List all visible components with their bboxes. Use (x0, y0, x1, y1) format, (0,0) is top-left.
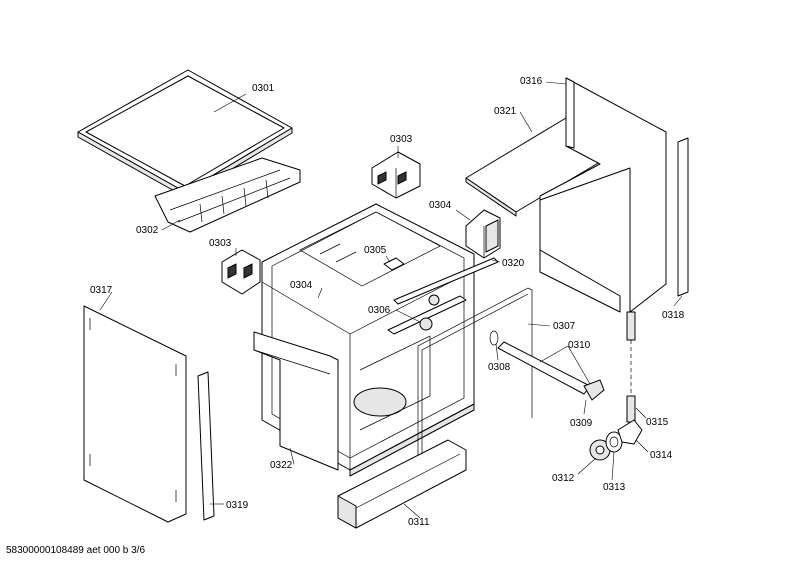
part-0320-rail (393, 257, 499, 305)
label-0316: 0316 (520, 76, 543, 87)
label-0309: 0309 (570, 418, 593, 429)
part-0315-hose (626, 311, 636, 423)
label-0317: 0317 (90, 285, 113, 296)
label-0304-right: 0304 (429, 200, 452, 211)
part-0307-gasket (417, 287, 533, 484)
label-0307: 0307 (553, 321, 576, 332)
label-0320: 0320 (502, 258, 525, 269)
part-0306-bar (387, 294, 467, 335)
label-0322: 0322 (270, 460, 293, 471)
part-0310-pipe (497, 341, 605, 401)
part-0318-trim-right (677, 137, 689, 297)
part-0305-clip (383, 257, 405, 271)
label-0315: 0315 (646, 417, 669, 428)
label-0312: 0312 (552, 473, 575, 484)
label-0314: 0314 (650, 450, 673, 461)
part-0314-elbow (617, 419, 643, 445)
document-footer-id: 58300000108489 aet 000 b 3/6 (6, 545, 146, 556)
part-labels: 0301 0302 0303 0303 0304 0304 0305 0306 … (90, 76, 685, 528)
part-0317-side-panel-left (83, 305, 187, 523)
label-0318: 0318 (662, 310, 685, 321)
part-0311-plinth (337, 439, 467, 529)
label-0303-top: 0303 (390, 134, 413, 145)
part-0312-washer (589, 439, 611, 461)
label-0313: 0313 (603, 482, 626, 493)
label-0305: 0305 (364, 245, 387, 256)
part-0301-top-cover (77, 69, 293, 198)
part-0303-bracket-left (221, 249, 261, 295)
label-0321: 0321 (494, 106, 517, 117)
label-0301: 0301 (252, 83, 275, 94)
part-0308-ring (489, 330, 499, 346)
label-0319: 0319 (226, 500, 249, 511)
label-0311: 0311 (408, 517, 430, 528)
label-0308: 0308 (488, 362, 511, 373)
label-0304-left: 0304 (290, 280, 313, 291)
part-0303-bracket-top (371, 151, 421, 199)
part-0322-door-panel (253, 331, 339, 471)
part-0302-tray (154, 157, 301, 233)
part-0319-trim-left (197, 371, 215, 521)
label-0303-left: 0303 (209, 238, 232, 249)
part-0304-module-right (465, 209, 501, 259)
part-0316-side-panel-right (539, 77, 667, 313)
label-0310: 0310 (568, 340, 591, 351)
leader-lines (99, 81, 683, 519)
label-0302: 0302 (136, 225, 159, 236)
label-0306: 0306 (368, 305, 391, 316)
